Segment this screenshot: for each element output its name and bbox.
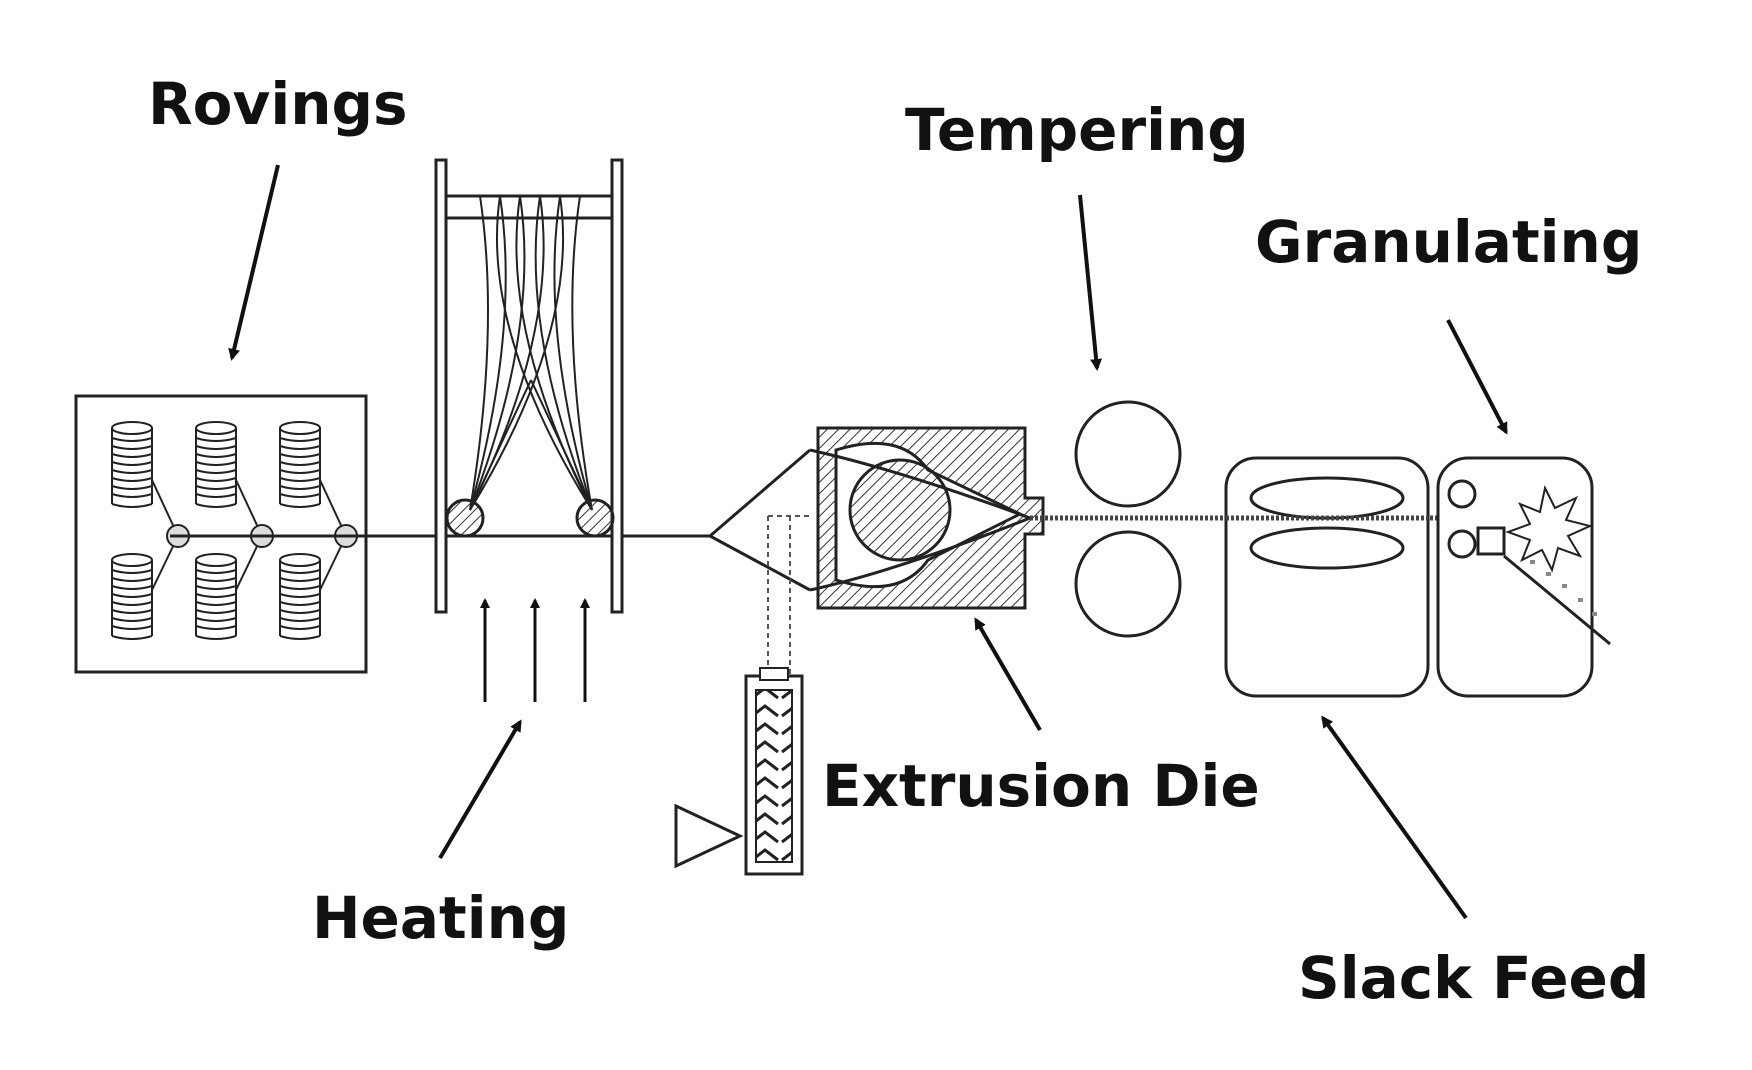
granulator-unit <box>1436 456 1611 698</box>
label-rovings: Rovings <box>148 70 408 138</box>
arrow-heating <box>438 719 522 860</box>
arrow-tempering <box>1078 194 1103 371</box>
side-extruder <box>674 515 812 876</box>
arrow-rovings <box>228 164 280 361</box>
arrow-slack-feed <box>1321 715 1468 920</box>
label-extrusion-die: Extrusion Die <box>822 752 1260 820</box>
arrow-extrusion-die <box>974 617 1042 732</box>
extrusion-die <box>709 426 1045 610</box>
tempering-rollers <box>1074 400 1182 638</box>
pointer-arrows <box>228 164 1508 920</box>
heating-frame <box>434 158 624 614</box>
heat-arrows <box>480 598 590 702</box>
label-heating: Heating <box>312 884 569 952</box>
label-granulating: Granulating <box>1255 208 1642 276</box>
rovings-creel <box>74 394 368 674</box>
label-tempering: Tempering <box>905 96 1249 164</box>
slack-feed-unit <box>1224 456 1430 698</box>
arrow-granulating <box>1446 319 1508 435</box>
label-slack-feed: Slack Feed <box>1298 944 1649 1012</box>
